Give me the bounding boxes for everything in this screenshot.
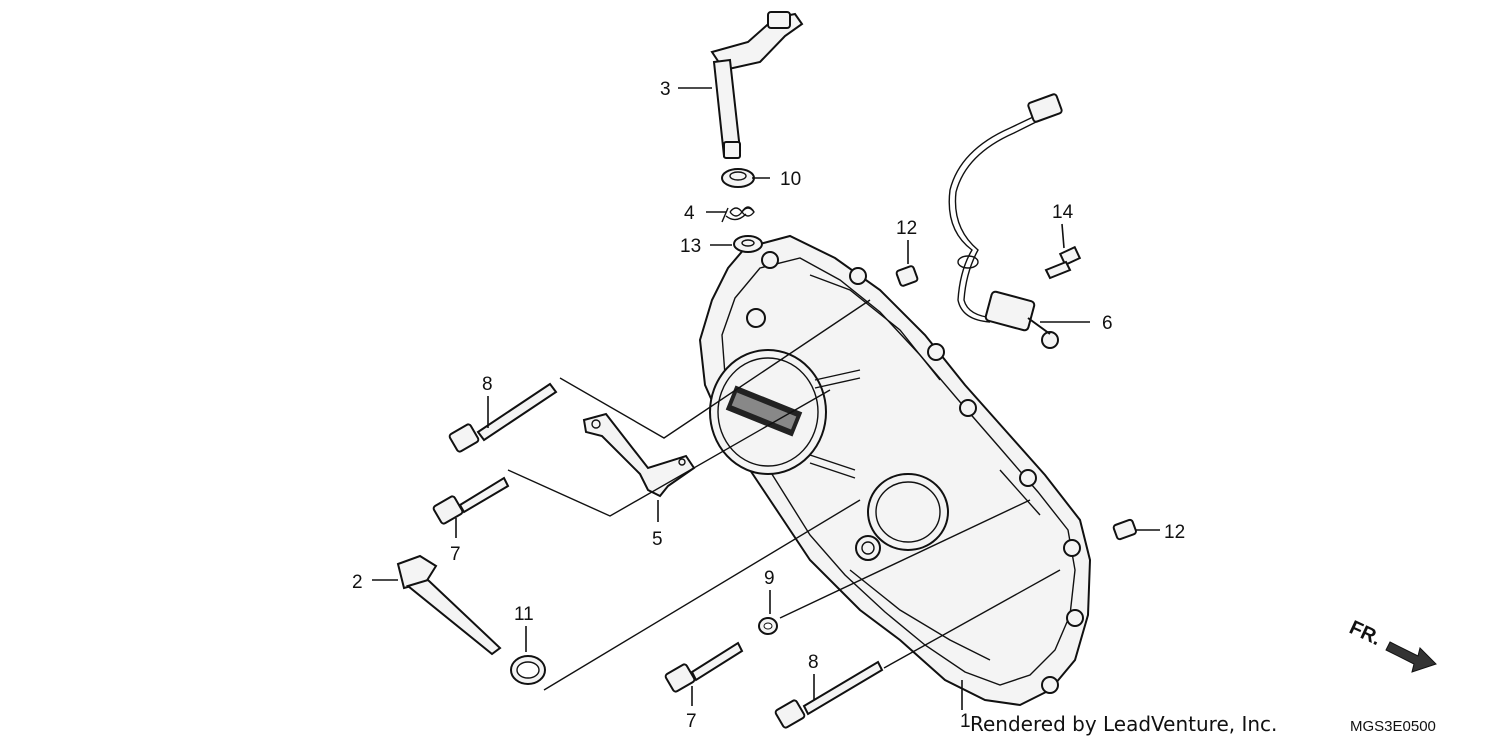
render-credit: Rendered by LeadVenture, Inc. xyxy=(970,712,1277,736)
callout-3: 3 xyxy=(660,79,671,100)
part-4-spring xyxy=(721,206,755,223)
part-6-sensor xyxy=(948,93,1063,349)
crankcase-cover xyxy=(698,234,1092,707)
part-12-dowel-right xyxy=(1112,518,1137,541)
callout-9: 9 xyxy=(764,568,775,589)
part-2-dipstick xyxy=(396,554,502,656)
part-5-bracket xyxy=(582,412,696,498)
callout-8-upper: 8 xyxy=(482,374,493,395)
callout-12-right: 12 xyxy=(1164,522,1185,543)
part-9-washer xyxy=(758,617,778,635)
part-7-bolt-lower xyxy=(664,641,744,693)
part-10-seal xyxy=(721,168,755,188)
callout-2: 2 xyxy=(352,572,363,593)
callout-10: 10 xyxy=(780,169,801,190)
part-13-washer xyxy=(733,235,763,253)
callout-11: 11 xyxy=(514,604,534,625)
callout-12-top: 12 xyxy=(896,218,917,239)
part-14-bolt xyxy=(1044,245,1082,280)
part-8-bolt-upper xyxy=(448,382,558,453)
direction-marker-text: FR. xyxy=(1346,617,1384,651)
part-8-bolt-lower xyxy=(774,660,884,729)
callout-5: 5 xyxy=(652,529,663,550)
part-7-bolt-upper xyxy=(432,476,510,525)
part-3-arm xyxy=(710,11,804,159)
callout-8-lower: 8 xyxy=(808,652,819,673)
diagram-code: MGS3E0500 xyxy=(1350,718,1436,735)
front-direction-marker: FR. xyxy=(1346,617,1437,673)
callout-4: 4 xyxy=(684,203,695,224)
leader-lines xyxy=(372,87,1160,710)
callout-7-lower: 7 xyxy=(686,711,697,732)
callout-labels: 1 2 3 4 5 6 7 7 8 8 9 10 11 12 12 13 14 xyxy=(352,79,1185,732)
callout-14: 14 xyxy=(1052,202,1074,223)
arrow-right-icon xyxy=(1385,641,1437,673)
part-12-dowel-top xyxy=(895,265,919,287)
callout-1: 1 xyxy=(960,711,971,732)
honda-logo-mark xyxy=(725,385,803,437)
callout-13: 13 xyxy=(680,236,701,257)
part-11-oring xyxy=(510,655,546,685)
callout-6: 6 xyxy=(1102,313,1113,334)
callout-7-upper: 7 xyxy=(450,544,461,565)
